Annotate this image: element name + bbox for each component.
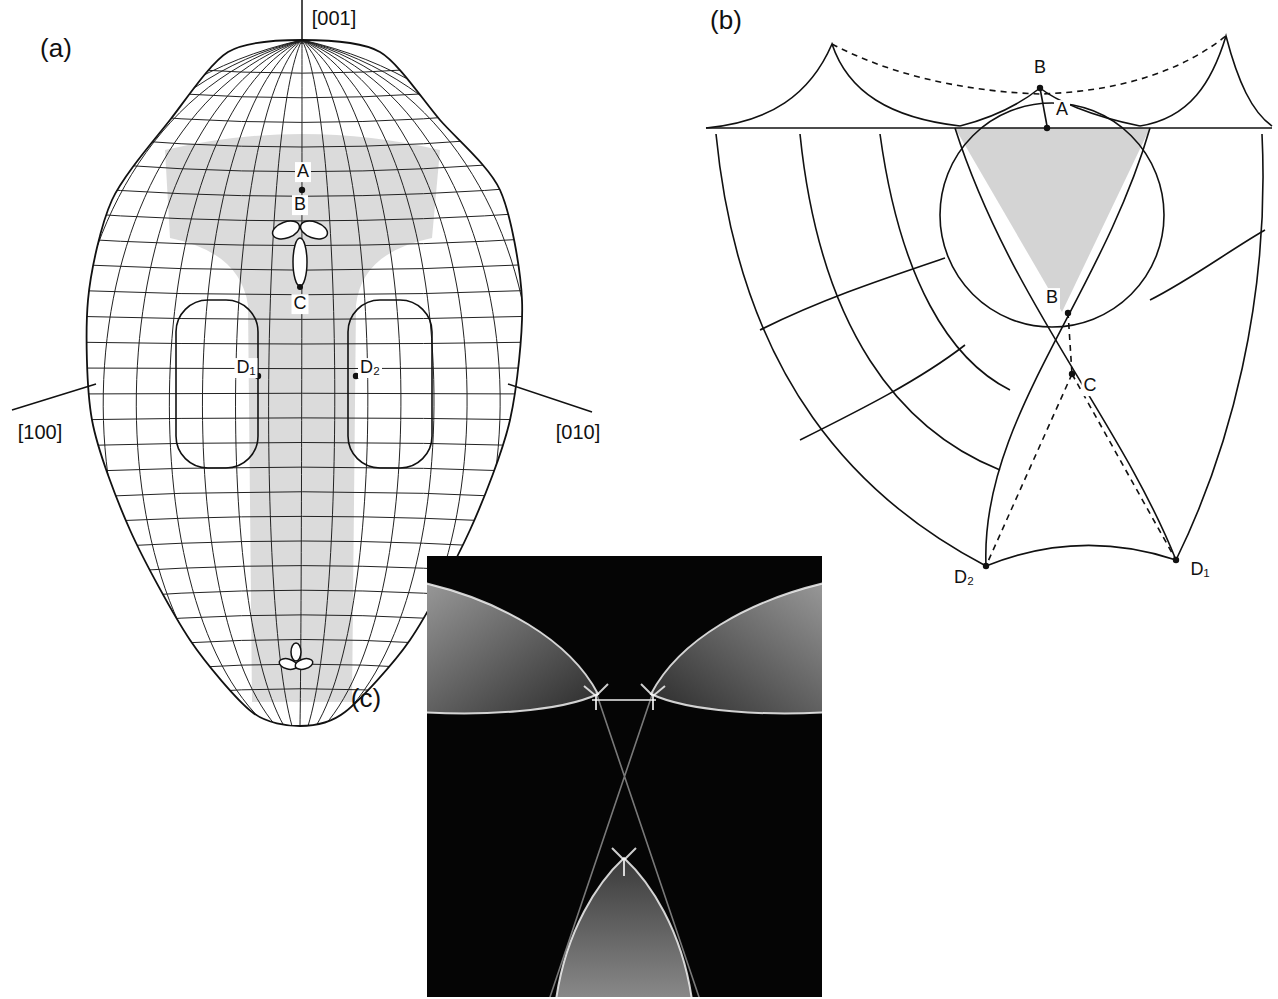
panel-label: (b) [708, 6, 744, 35]
grid-line [60, 316, 545, 319]
outer-arc [716, 134, 986, 566]
bright-lobe [651, 582, 822, 713]
point-label: D₁ [1188, 560, 1211, 580]
outer-arc [1150, 230, 1265, 300]
point-label: B [292, 195, 308, 215]
grid-line [302, 40, 335, 726]
outer-arc [880, 134, 1010, 390]
point-label: C [1082, 376, 1099, 396]
axis-line [508, 384, 592, 412]
caustic-cusp [612, 848, 636, 876]
outer-arc [760, 258, 945, 330]
grid-line [60, 342, 545, 344]
point-label: D₂ [952, 568, 976, 588]
grid-line [60, 108, 545, 122]
grid-line [236, 40, 302, 726]
grid-line [60, 418, 545, 420]
grid-line [169, 40, 302, 726]
cusp-hat [960, 88, 1140, 126]
outer-arc [1176, 134, 1263, 560]
grid-line [60, 492, 545, 498]
point-label: B [1032, 58, 1048, 78]
point-label: C [292, 294, 309, 314]
point-label: D₂ [358, 358, 382, 378]
edge-line [706, 127, 1272, 129]
axis-label: [100] [16, 421, 64, 443]
shaded-triangle [955, 128, 1150, 312]
point-label: B [1044, 288, 1060, 308]
point-dot [983, 85, 1179, 569]
caustic-line [592, 699, 656, 701]
focusing-sketch [706, 36, 1272, 569]
axis-line [301, 0, 303, 44]
bright-lobe [556, 858, 692, 997]
panel-label: (a) [38, 34, 74, 63]
region-outline [176, 300, 258, 468]
axis-label: [010] [554, 421, 602, 443]
grid-line [60, 56, 545, 73]
grid-line [60, 368, 545, 370]
grid-line [60, 541, 545, 550]
caustic-cusp [584, 684, 608, 710]
grid-line [60, 467, 545, 472]
axis-label: [001] [310, 7, 358, 29]
phonon-image [420, 556, 829, 999]
point-dot [255, 187, 359, 379]
grid-line [302, 40, 401, 726]
hidden-edge [986, 312, 1176, 566]
grid-line [60, 393, 545, 395]
bright-lobe [427, 582, 598, 713]
grid-line [302, 40, 368, 726]
grid-line [4, 40, 302, 726]
caustic-loops [270, 218, 330, 671]
caustic-cusp [641, 684, 665, 710]
connector-line [1040, 88, 1047, 126]
grid-line [60, 134, 545, 147]
circle [940, 103, 1164, 327]
point-label: A [1054, 100, 1070, 120]
grid-line [70, 40, 302, 726]
grid-line [103, 40, 302, 726]
point-label: A [295, 162, 311, 182]
grid-line [60, 82, 545, 98]
grid-line [202, 40, 302, 726]
surface-edge [986, 545, 1176, 566]
grid-line [60, 443, 545, 446]
surface-edge [986, 128, 1150, 566]
outer-arc [800, 345, 965, 440]
hidden-edge [832, 36, 1226, 94]
region-outline [348, 300, 432, 468]
grid-line [269, 40, 302, 726]
slowness-surface [4, 0, 599, 726]
cusp-hat [706, 44, 960, 128]
grid-line [302, 40, 434, 726]
caustic-line [549, 692, 700, 997]
grid-line [136, 40, 302, 726]
grid-line [300, 40, 302, 726]
grid-line [37, 40, 302, 726]
outer-arc [800, 134, 1000, 470]
axis-line [12, 384, 96, 410]
point-label: D₁ [234, 358, 257, 378]
panel-label: (c) [349, 684, 383, 713]
surface-grid [4, 40, 599, 726]
surface-edge [955, 128, 1176, 560]
